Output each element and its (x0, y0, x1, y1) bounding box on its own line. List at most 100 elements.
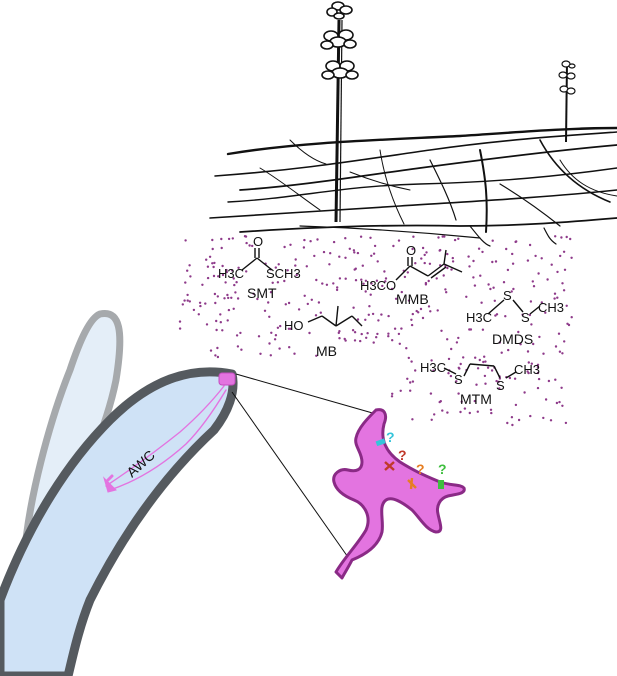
odor-dot (315, 354, 318, 357)
odor-dot (563, 340, 566, 343)
odor-dot (468, 265, 471, 268)
odor-dot (453, 238, 457, 242)
odor-dot (536, 366, 540, 369)
odor-dot (198, 301, 202, 304)
odor-dot (319, 311, 322, 314)
smt-h3c: H3C (218, 266, 244, 281)
odor-dot (231, 269, 234, 272)
odor-dot (359, 339, 362, 343)
awc-cilium-box (218, 372, 236, 386)
odor-dot (440, 329, 443, 332)
odor-dot (364, 290, 367, 293)
odor-dot (294, 264, 297, 267)
odor-dot (569, 237, 572, 241)
odor-dot (419, 307, 423, 311)
odor-dot (384, 280, 387, 283)
plant-large (320, 1, 359, 223)
odor-dot (360, 332, 363, 336)
odor-dot (377, 319, 380, 322)
odor-dot (529, 300, 533, 303)
odor-dot (405, 347, 408, 350)
odor-dot (441, 409, 444, 412)
odor-dot (338, 255, 341, 258)
odor-dot (224, 281, 227, 284)
odor-dot (384, 277, 388, 280)
odor-dot (217, 275, 220, 278)
odor-dot (284, 303, 287, 306)
odor-dot (308, 331, 311, 335)
odor-dot (257, 335, 261, 338)
odor-dot (536, 371, 540, 375)
odor-dot (424, 283, 428, 286)
odor-dot (554, 378, 557, 381)
odor-dot (387, 314, 390, 318)
odor-dot (213, 292, 217, 296)
odor-dot (558, 400, 561, 404)
odor-dot (504, 315, 507, 318)
odor-dot (446, 252, 449, 256)
odor-dot (455, 341, 459, 344)
odor-dots (178, 235, 573, 427)
odor-dot (259, 352, 262, 355)
odor-dot (554, 345, 558, 348)
odor-dot (406, 271, 409, 274)
odor-dot (506, 268, 510, 272)
odor-dot (414, 262, 417, 265)
odor-dot (219, 313, 222, 316)
odor-dot (397, 239, 401, 242)
odor-dot (403, 275, 407, 279)
odor-dot (248, 244, 251, 247)
odor-dot (369, 293, 372, 296)
odor-dot (205, 258, 208, 261)
odor-dot (289, 243, 292, 246)
odor-dot (481, 250, 484, 254)
odor-dot (450, 347, 453, 351)
odor-dot (206, 265, 210, 268)
mmb-label: MMB (396, 291, 429, 307)
odor-dot (213, 261, 216, 265)
odor-dot (268, 315, 271, 318)
odor-dot (469, 328, 473, 331)
odor-dot (252, 292, 255, 295)
odor-dot (457, 336, 460, 340)
smt-sch3: SCH3 (266, 266, 301, 281)
odor-dot (478, 358, 481, 362)
odor-dot (474, 356, 477, 359)
odor-dot (420, 257, 423, 260)
odor-dot (538, 335, 541, 339)
odor-dot (310, 298, 313, 301)
odor-dot (236, 297, 240, 300)
odor-dot (427, 279, 430, 283)
odor-dot (369, 236, 372, 239)
odor-dot (361, 264, 364, 267)
odor-dot (372, 252, 376, 255)
odor-dot (477, 247, 481, 250)
odor-dot (562, 250, 566, 253)
odor-dot (441, 235, 444, 238)
odor-dot (271, 281, 274, 284)
odor-dot (353, 268, 356, 271)
odor-dot (490, 369, 494, 372)
odor-dot (277, 263, 280, 266)
odor-dot (523, 391, 526, 394)
odor-dot (230, 296, 233, 299)
odor-dot (344, 237, 347, 240)
odor-dot (510, 290, 513, 293)
odor-dot (556, 270, 559, 274)
odor-dot (178, 327, 182, 330)
odor-dot (219, 321, 222, 324)
odor-dot (214, 301, 217, 305)
odor-dot (211, 247, 214, 251)
odor-dot (328, 263, 331, 266)
odor-dot (506, 421, 509, 425)
odor-dot (220, 237, 223, 241)
odor-dot (353, 251, 356, 254)
odor-dot (321, 282, 324, 285)
odor-dot (457, 237, 460, 240)
odor-dot (227, 296, 230, 300)
odor-dot (212, 274, 216, 278)
odor-dot (531, 280, 534, 283)
odor-dot (430, 418, 433, 421)
odor-dot (421, 246, 425, 250)
odor-dot (226, 293, 229, 297)
